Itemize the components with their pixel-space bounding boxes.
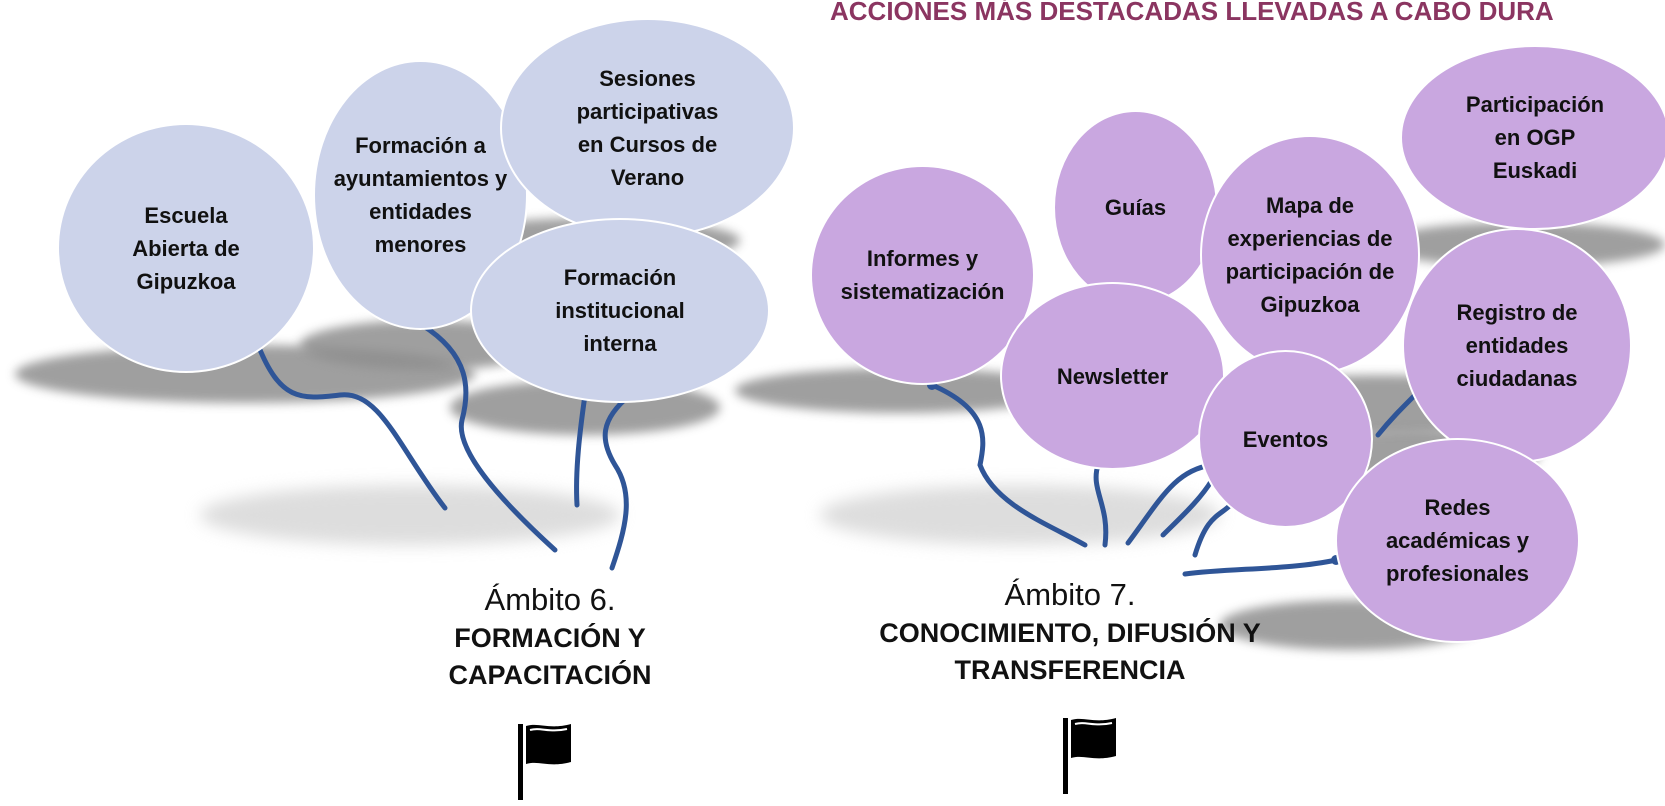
balloon-label: Guías <box>1104 195 1167 220</box>
balloon-label: Informes y sistematización <box>840 246 1005 304</box>
ground-shadow <box>200 485 620 545</box>
ambito7-name-line2: TRANSFERENCIA <box>954 655 1186 685</box>
string-redes <box>1182 557 1339 577</box>
ambito6-name-line1: FORMACIÓN Y <box>454 623 646 653</box>
ambito7-label: Ámbito 7. CONOCIMIENTO, DIFUSIÓN Y TRANS… <box>860 575 1280 689</box>
string-guias <box>1125 462 1215 546</box>
balloon-redes-academicas: Redes académicas y profesionales <box>1335 438 1580 643</box>
balloon-label: Formación a ayuntamientos y entidades me… <box>333 133 508 257</box>
balloon-mapa-experiencias: Mapa de experiencias de participación de… <box>1200 135 1420 375</box>
flag-icon <box>1063 718 1116 794</box>
balloon-label: Newsletter <box>1056 363 1169 389</box>
ambito6-number: Ámbito 6. <box>484 582 616 617</box>
balloon-label: Sesiones participativas en Cursos de Ver… <box>576 66 719 190</box>
ambito7-number: Ámbito 7. <box>1004 577 1136 612</box>
balloon-label: Participación en OGP Euskadi <box>1465 92 1605 183</box>
balloon-label: Formación institucional interna <box>555 265 685 356</box>
string-mapa <box>1160 477 1215 538</box>
ambito7-name-line1: CONOCIMIENTO, DIFUSIÓN Y <box>879 618 1261 648</box>
balloon-informes: Informes y sistematización <box>810 165 1035 385</box>
ambito6-name-line2: CAPACITACIÓN <box>448 660 652 690</box>
balloon-participacion-ogp: Participación en OGP Euskadi <box>1400 45 1665 230</box>
balloon-label: Mapa de experiencias de participación de… <box>1225 193 1395 317</box>
balloon-formacion-institucional: Formación institucional interna <box>470 218 770 403</box>
string-informes <box>929 382 1088 548</box>
string-formacion-interna <box>602 392 633 571</box>
balloon-newsletter: Newsletter <box>1000 282 1225 470</box>
string-sesiones <box>574 392 588 508</box>
balloon-label: Redes académicas y profesionales <box>1385 495 1530 586</box>
balloon-registro-entidades: Registro de entidades ciudadanas <box>1402 228 1632 463</box>
balloon-label: Eventos <box>1242 426 1329 452</box>
balloon-sesiones-participativas: Sesiones participativas en Cursos de Ver… <box>500 18 795 238</box>
balloon-eventos: Eventos <box>1198 350 1373 528</box>
flag-icon <box>518 724 571 800</box>
balloon-guias: Guías <box>1053 110 1218 305</box>
balloon-escuela-abierta: Escuela Abierta de Gipuzkoa <box>57 123 315 373</box>
string-newsletter <box>1093 462 1109 548</box>
balloon-label: Escuela Abierta de Gipuzkoa <box>132 202 240 294</box>
ambito6-label: Ámbito 6. FORMACIÓN Y CAPACITACIÓN <box>400 580 700 694</box>
string-escuela <box>255 342 448 511</box>
string-formacion-ayuntamientos <box>419 322 558 553</box>
balloon-label: Registro de entidades ciudadanas <box>1456 300 1578 391</box>
header-title: ACCIONES MÁS DESTACADAS LLEVADAS A CABO … <box>830 0 1554 26</box>
ground-shadow <box>820 485 1220 545</box>
